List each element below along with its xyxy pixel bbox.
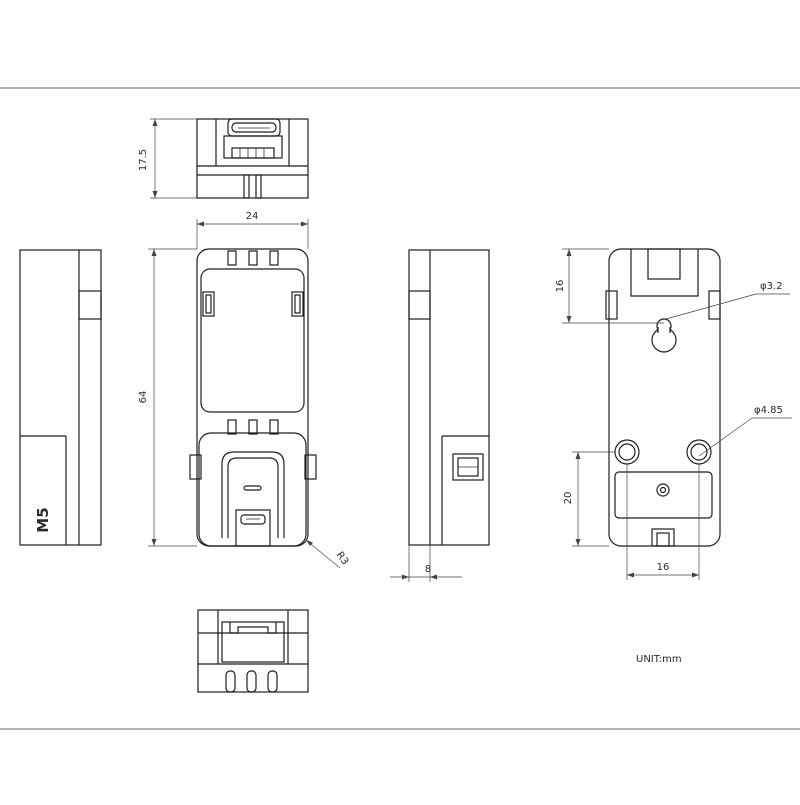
dimension-corner-radius: R3 xyxy=(305,539,350,569)
dimension-small-hole-diameter: φ3.2 xyxy=(665,281,790,320)
dim-label-side-depth: 8 xyxy=(425,564,431,575)
dimension-rear-bottom-offset: 20 xyxy=(563,451,615,547)
connector-top xyxy=(223,135,283,159)
dim-label-large-hole-dia: φ4.85 xyxy=(754,405,783,416)
dim-label-rear-hole-offset: 16 xyxy=(555,280,566,293)
dimension-front-width: 24 xyxy=(196,211,309,249)
dim-label-rear-bottom-offset: 20 xyxy=(563,492,574,505)
mounting-hole-left xyxy=(614,439,640,465)
dimension-top-height: 17.5 xyxy=(138,118,197,199)
rear-view: 16 φ3.2 φ4.85 20 1 xyxy=(555,248,792,580)
dimension-front-height: 64 xyxy=(138,248,197,547)
dim-label-small-hole-dia: φ3.2 xyxy=(760,281,783,292)
brand-logo: M5 xyxy=(34,507,52,532)
dim-label-front-height: 64 xyxy=(138,391,149,404)
dimension-rear-hole-offset: 16 xyxy=(555,248,664,324)
usb-c-port-top xyxy=(227,118,281,137)
dimension-large-hole-diameter: φ4.85 xyxy=(698,405,792,457)
sheet-border xyxy=(0,87,800,730)
dimension-rear-hole-spacing: 16 xyxy=(626,464,700,580)
dimension-side-depth: 8 xyxy=(390,545,462,582)
mounting-hole-right xyxy=(686,439,712,465)
front-view: 24 64 R3 xyxy=(138,211,350,569)
dim-label-rear-hole-spacing: 16 xyxy=(657,562,670,573)
right-side-view: 8 xyxy=(390,249,490,582)
dim-label-top-height: 17.5 xyxy=(138,149,149,171)
top-view: 17.5 xyxy=(138,118,309,199)
usb-plug-front xyxy=(235,509,271,547)
port-bottom xyxy=(221,621,285,663)
keyhole-mount xyxy=(651,318,677,353)
bottom-view xyxy=(197,609,309,693)
left-side-view: M5 xyxy=(19,249,102,546)
unit-label: UNIT:mm xyxy=(636,654,682,665)
dim-label-front-width: 24 xyxy=(246,211,259,222)
